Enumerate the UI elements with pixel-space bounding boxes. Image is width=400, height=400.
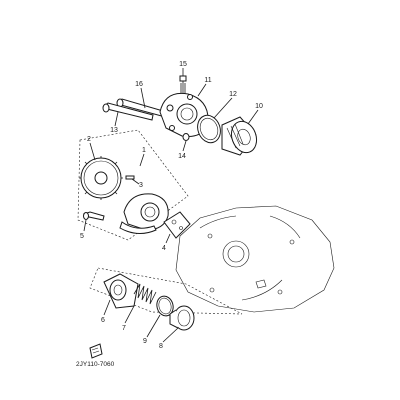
oil-pump-body-1 <box>119 193 169 234</box>
spring-7 <box>133 283 157 305</box>
callout-12: 12 <box>229 91 237 98</box>
callout-8: 8 <box>159 343 163 350</box>
callout-3: 3 <box>139 182 143 189</box>
callout-14: 14 <box>178 153 186 160</box>
callout-10: 10 <box>255 103 263 110</box>
filter-cover-11 <box>159 92 209 137</box>
screw-5 <box>82 211 105 221</box>
oil-filter-element-10 <box>221 116 258 156</box>
oring-12 <box>197 114 221 144</box>
reference-book-icon <box>89 343 103 359</box>
diagram-code: 2JY110-7060 <box>76 361 115 368</box>
leader-lines <box>83 68 259 343</box>
callout-13: 13 <box>110 127 118 134</box>
gasket-4 <box>163 211 191 239</box>
callout-2: 2 <box>87 136 91 143</box>
callout-5: 5 <box>80 233 84 240</box>
bolt-13 <box>102 102 154 121</box>
callout-11: 11 <box>204 77 211 84</box>
crankcase-outline <box>175 205 335 313</box>
oring-9 <box>156 295 174 317</box>
small-oring-14 <box>182 133 190 141</box>
pump-gear-2 <box>79 156 123 200</box>
oil-pump-assembly-box <box>77 129 189 241</box>
lower-assembly-box <box>89 267 243 315</box>
plug-cap-8 <box>169 305 195 331</box>
callout-7: 7 <box>122 325 126 332</box>
callout-4: 4 <box>162 245 166 252</box>
bolt-15 <box>179 75 187 95</box>
callout-9: 9 <box>143 338 147 345</box>
callout-16: 16 <box>135 81 143 88</box>
relief-housing-6 <box>103 273 139 309</box>
bolt-16 <box>116 98 171 119</box>
pin-3 <box>125 175 135 180</box>
callout-1: 1 <box>142 147 146 154</box>
callout-6: 6 <box>101 317 105 324</box>
callout-15: 15 <box>179 61 187 68</box>
